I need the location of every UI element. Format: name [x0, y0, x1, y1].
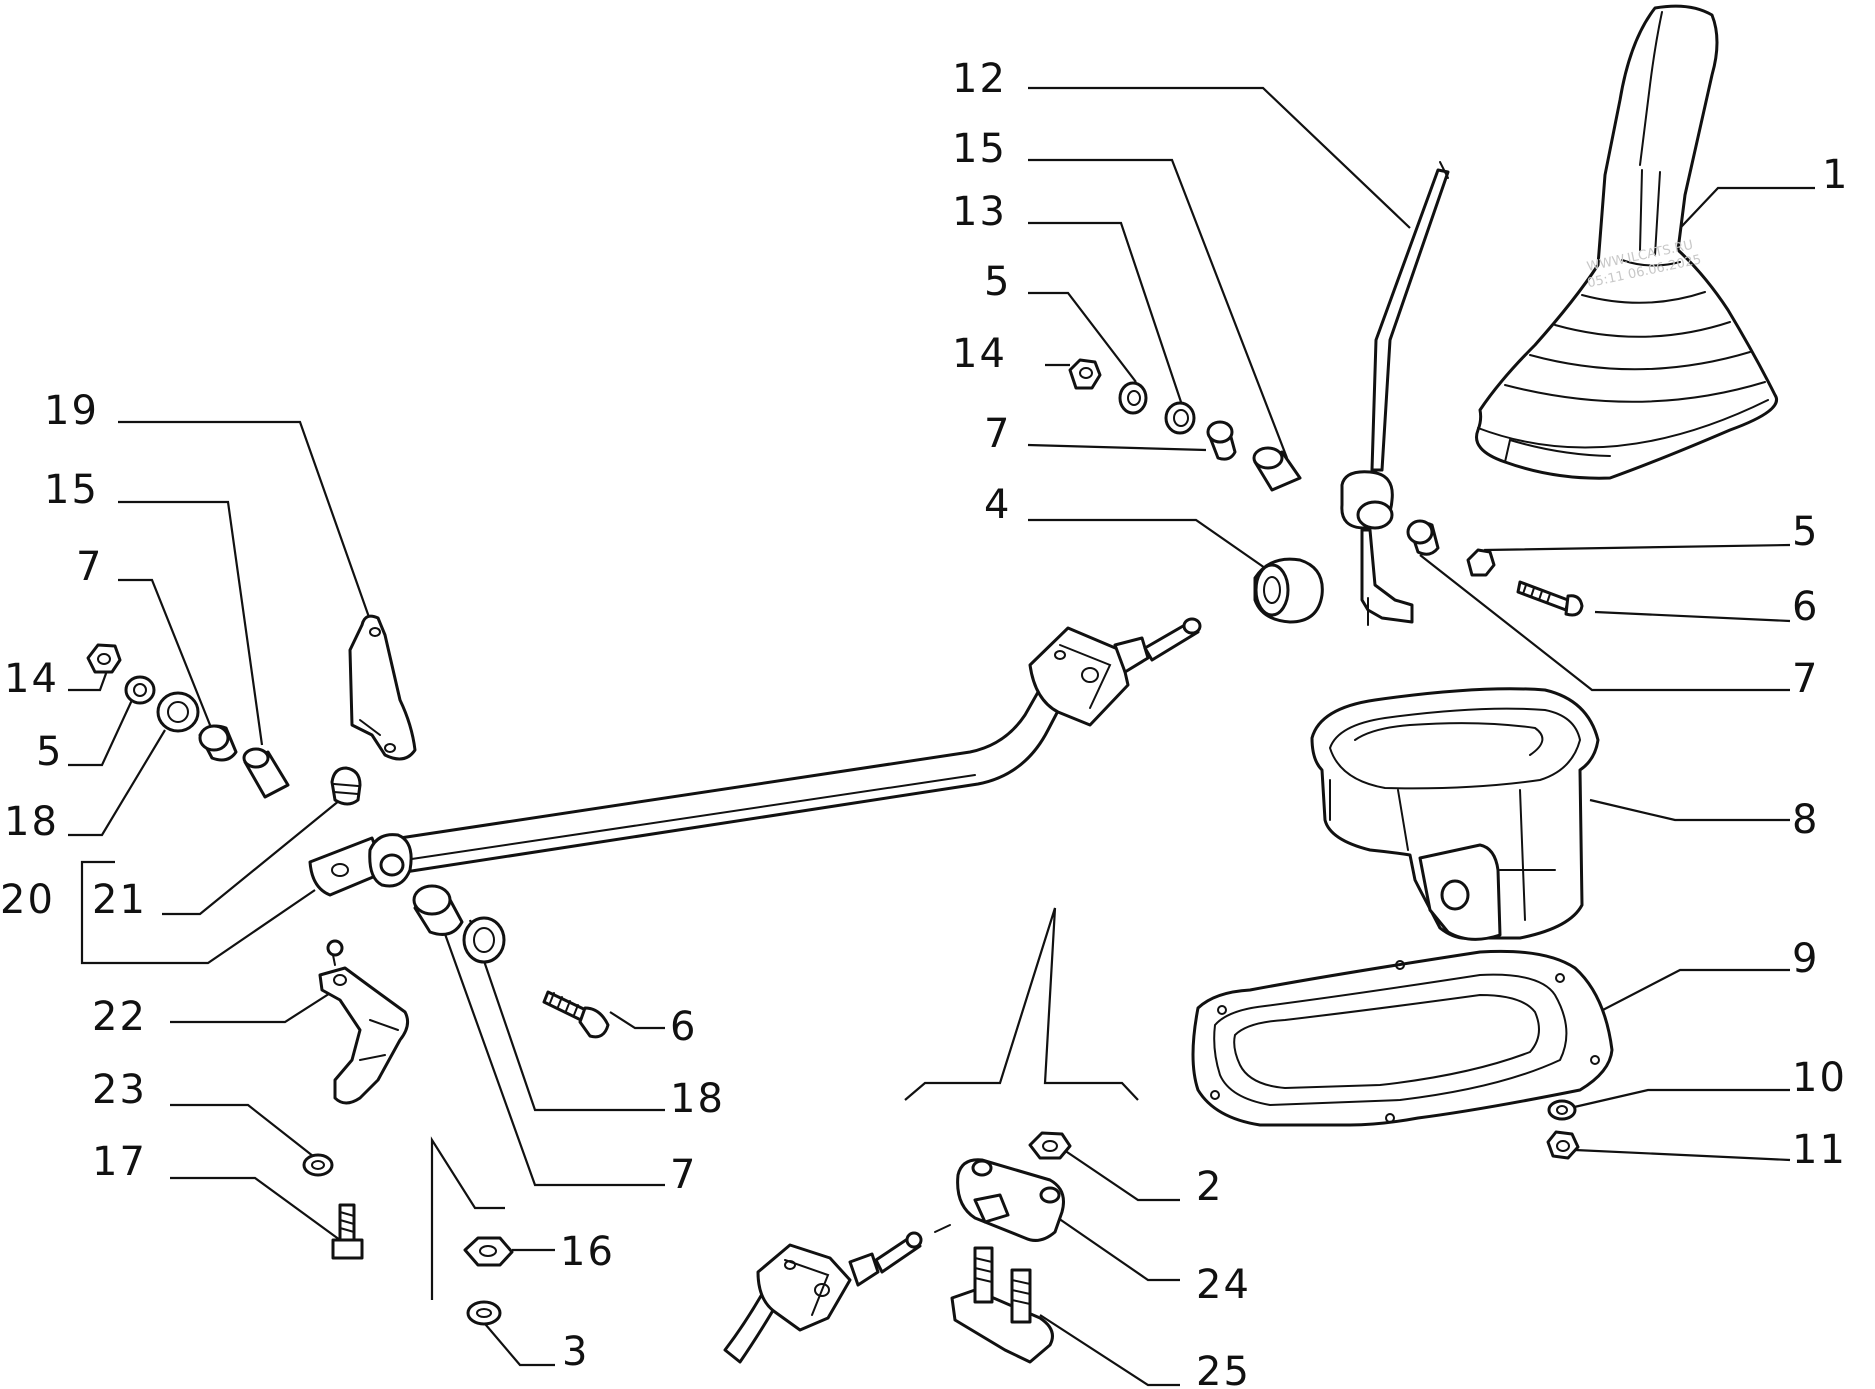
leader-5c: [68, 699, 133, 767]
bracket-22-group: [302, 939, 410, 1260]
callout-14-left: 14: [4, 656, 59, 702]
leader-17: [170, 1176, 341, 1241]
lever-housing: [1310, 687, 1600, 941]
callout-3: 3: [562, 1329, 589, 1375]
leader-5b: [1478, 543, 1791, 566]
callout-labels: 1 12 15 13 5 14 7 4 5 6 7 8 9 10 11 19 1…: [0, 56, 1849, 1389]
bracket-19: [348, 614, 417, 761]
leader-15b: [118, 500, 264, 746]
lower-right-assembly: [723, 1131, 1072, 1364]
leader-21: [162, 799, 341, 916]
leader-10: [1569, 1088, 1790, 1110]
gasket-plate: [1191, 949, 1614, 1127]
leader-3: [479, 1317, 555, 1367]
callout-18-left: 18: [4, 799, 59, 845]
callout-12: 12: [952, 56, 1007, 102]
washer-10: [1547, 1099, 1577, 1121]
callout-20: 20: [0, 877, 55, 923]
leader-9: [1569, 968, 1790, 1028]
callout-7-right: 7: [1792, 656, 1819, 702]
lower-middle-hardware: [412, 884, 610, 1326]
nut-11: [1546, 1130, 1580, 1160]
nut-2: [1028, 1131, 1072, 1160]
leader-2: [1063, 1149, 1180, 1202]
callout-6-right: 6: [1792, 584, 1819, 630]
washer-3: [466, 1300, 502, 1326]
callout-18-lower: 18: [670, 1076, 725, 1122]
callout-9: 9: [1792, 936, 1819, 982]
callout-13: 13: [952, 189, 1007, 235]
washer-23: [302, 1153, 334, 1177]
washer-5a: [1118, 381, 1148, 415]
callout-21: 21: [92, 877, 147, 923]
leader-16-bracket: [430, 1136, 505, 1300]
leader-14b: [68, 667, 110, 692]
leader-11: [1574, 1148, 1791, 1162]
leader-13: [1028, 221, 1185, 409]
callout-15-upper: 15: [952, 126, 1007, 172]
nut-5b: [1466, 548, 1496, 577]
callout-24: 24: [1196, 1262, 1251, 1308]
leader-lines: [68, 86, 1815, 1387]
leader-6a: [1594, 610, 1791, 623]
callout-10: 10: [1792, 1055, 1847, 1101]
leader-5a: [1028, 291, 1137, 383]
callout-23: 23: [92, 1067, 147, 1113]
leader-22: [170, 989, 336, 1024]
gear-knob-boot: [1475, 4, 1778, 480]
callout-5-left: 5: [36, 729, 63, 775]
upper-hardware: [1068, 358, 1584, 624]
callout-25: 25: [1196, 1349, 1251, 1389]
callout-11: 11: [1792, 1127, 1847, 1173]
washer-5c: [124, 675, 156, 705]
callout-7-left: 7: [76, 544, 103, 590]
leader-7a: [1027, 443, 1207, 452]
leader-2-bracket: [904, 907, 1139, 1101]
leader-18b: [468, 919, 665, 1112]
clamp-25: [950, 1288, 1054, 1364]
left-hardware: [86, 643, 362, 806]
leader-23: [170, 1103, 319, 1161]
callout-2: 2: [1196, 1164, 1223, 1210]
leader-7d: [438, 919, 665, 1187]
leader-7b: [1419, 554, 1790, 692]
selector-rod: [308, 617, 1202, 897]
leader-12: [1028, 86, 1411, 229]
washer-18b: [462, 916, 506, 964]
hardware-10-11: [1546, 1099, 1580, 1160]
bracket-22: [318, 966, 410, 1105]
leader-15a: [1028, 158, 1289, 459]
nut-14b: [86, 643, 122, 674]
leader-18a: [68, 729, 166, 837]
leader-7c: [118, 578, 214, 731]
nut-14a: [1068, 358, 1102, 390]
callout-1: 1: [1822, 152, 1849, 198]
callout-5-right: 5: [1792, 509, 1819, 555]
leader-20-bracket: [80, 860, 316, 965]
leader-6b: [609, 1011, 665, 1030]
callout-14-upper: 14: [952, 331, 1007, 377]
callout-16: 16: [560, 1229, 615, 1275]
callout-8: 8: [1792, 797, 1819, 843]
callout-15-left: 15: [44, 467, 99, 513]
callout-6-lower: 6: [670, 1004, 697, 1050]
gear-lever-rod: [1340, 161, 1450, 626]
callout-7-lower: 7: [670, 1152, 697, 1198]
washer-13: [1164, 401, 1196, 435]
leader-4: [1028, 518, 1266, 569]
leader-8: [1589, 798, 1790, 822]
washer-18a: [156, 691, 200, 733]
leader-19: [118, 420, 372, 621]
callout-17: 17: [92, 1139, 147, 1185]
leader-25: [1039, 1314, 1180, 1387]
nut-16: [463, 1236, 514, 1267]
callout-22: 22: [92, 994, 147, 1040]
leader-24: [1057, 1217, 1180, 1282]
callout-7-upper: 7: [984, 411, 1011, 457]
callout-19: 19: [44, 388, 99, 434]
callout-5-upper: 5: [984, 259, 1011, 305]
callout-4: 4: [984, 482, 1011, 528]
